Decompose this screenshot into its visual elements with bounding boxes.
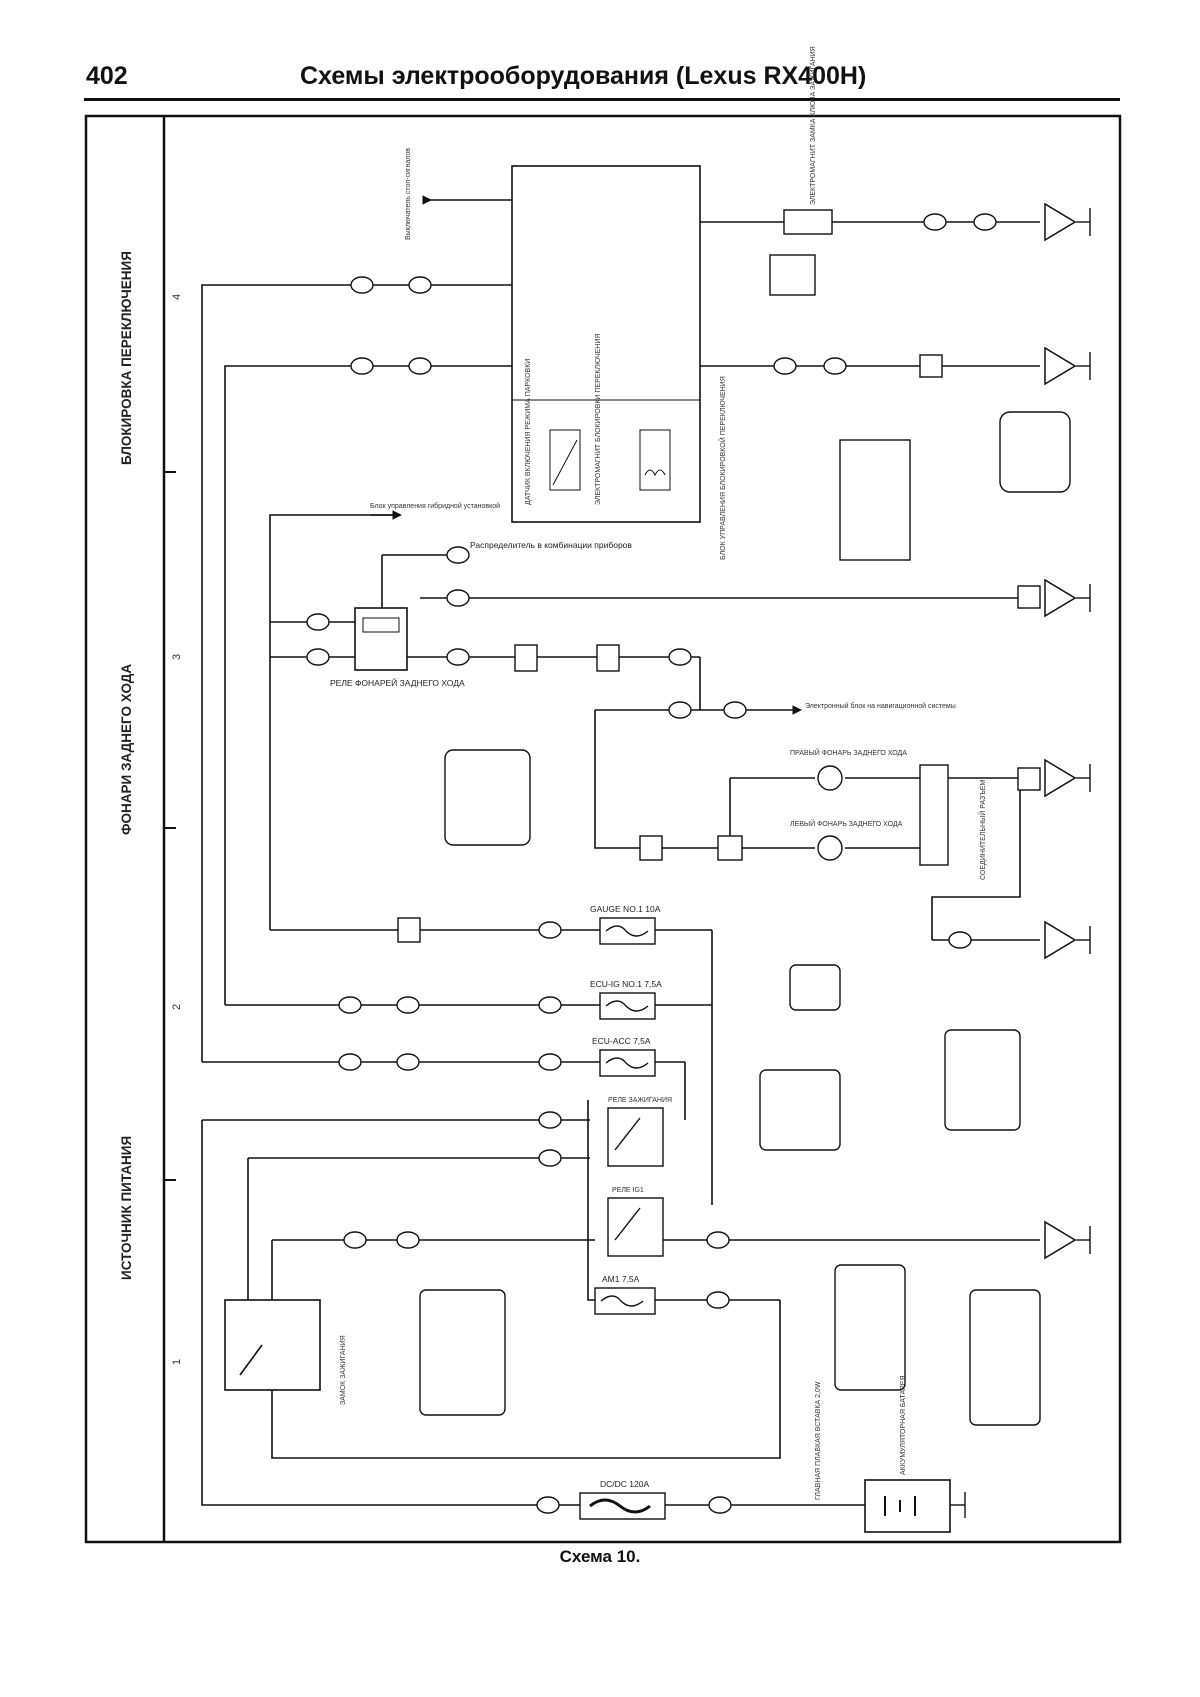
junction-connector — [717, 835, 743, 861]
ignition-switch — [224, 1299, 321, 1391]
fuses — [579, 917, 666, 1520]
column-number: 2 — [171, 1004, 183, 1010]
page-number: 402 — [86, 62, 128, 90]
reverse-relay — [354, 607, 408, 671]
label-raspredelitel: Распределитель в комбинации приборов — [470, 540, 632, 550]
relays — [607, 1107, 664, 1257]
connector-ovals — [306, 213, 997, 1514]
header-rule — [84, 98, 1120, 101]
page-title: Схемы электрооборудования (Lexus RX400H) — [300, 62, 867, 90]
column-number: 3 — [171, 654, 183, 660]
diagram-frame — [84, 114, 1122, 1544]
shift-lock-ecu: ДАТЧИК ВКЛЮЧЕНИЯ РЕЖИМА ПАРКОВКИ ЭЛЕКТРО… — [511, 165, 727, 560]
label-akkumulyator: АККУМУЛЯТОРНАЯ БАТАРЕЯ — [900, 1375, 907, 1475]
column-ticks — [164, 471, 176, 1181]
column-number: 1 — [171, 1359, 183, 1365]
label-praviy-fonar: ПРАВЫЙ ФОНАРЬ ЗАДНЕГО ХОДА — [790, 748, 907, 757]
label-dcdc: DC/DC 120A — [600, 1479, 649, 1489]
connector-sketch — [969, 1289, 1041, 1426]
connector-sketch — [789, 964, 841, 1011]
section-label-power-source: ИСТОЧНИК ПИТАНИЯ — [119, 1136, 134, 1280]
label-leviy-fonar: ЛЕВЫЙ ФОНАРЬ ЗАДНЕГО ХОДА — [790, 819, 903, 828]
column-number: 4 — [171, 294, 183, 300]
label-blok-perekl: БЛОК УПРАВЛЕНИЯ БЛОКИРОВКОЙ ПЕРЕКЛЮЧЕНИЯ — [718, 376, 727, 560]
label-datchik: ДАТЧИК ВКЛЮЧЕНИЯ РЕЖИМА ПАРКОВКИ — [525, 359, 532, 505]
connector-sketch — [839, 439, 911, 561]
label-elektromagnit-klyucha: ЭЛЕКТРОМАГНИТ ЗАМКА КЛЮЧА ЗАЖИГАНИЯ — [810, 46, 817, 205]
label-ecu-ig: ECU-IG NO.1 7,5A — [590, 979, 662, 989]
label-ecu-acc: ECU-ACC 7,5A — [592, 1036, 651, 1046]
section-label-shift-lock: БЛОКИРОВКА ПЕРЕКЛЮЧЕНИЯ — [119, 251, 134, 465]
connector-sketch — [944, 1029, 1021, 1131]
connector-sketch — [419, 1289, 506, 1416]
label-elektronny-blok: Электронный блок на навигационной систем… — [805, 702, 956, 710]
label-gauge: GAUGE NO.1 10A — [590, 904, 661, 914]
battery-icon — [864, 1479, 951, 1533]
lamp-icon — [817, 835, 843, 861]
ground-lines — [950, 208, 1091, 1518]
small-connectors — [397, 354, 1041, 943]
label-soedinitelny-razem: СОЕДИНИТЕЛЬНЫЙ РАЗЪЕМ — [978, 780, 987, 880]
label-glavnaya-vstavka: ГЛАВНАЯ ПЛАВКАЯ ВСТАВКА 2,0W — [815, 1381, 822, 1500]
label-rele-pitaniya: РЕЛЕ ЗАЖИГАНИЯ — [608, 1097, 672, 1104]
connector-sketch — [759, 1069, 841, 1151]
label-zamok: ЗАМОК ЗАЖИГАНИЯ — [340, 1335, 347, 1405]
ground-icons — [1044, 202, 1077, 1260]
lamp-icon — [817, 765, 843, 791]
label-rele-fonarey: РЕЛЕ ФОНАРЕЙ ЗАДНЕГО ХОДА — [330, 677, 465, 688]
section-label-reverse-lights: ФОНАРИ ЗАДНЕГО ХОДА — [119, 664, 134, 835]
label-elektromagnit: ЭЛЕКТРОМАГНИТ БЛОКИРОВКИ ПЕРЕКЛЮЧЕНИЯ — [595, 334, 602, 505]
connector-sketch — [999, 411, 1071, 493]
label-vyklyuchatel: Выключатель стоп-сигналов — [405, 148, 412, 240]
connector-sketch — [769, 254, 816, 296]
label-am1: AM1 7,5A — [602, 1274, 640, 1284]
connector-sketch — [834, 1264, 906, 1391]
junction-connector — [919, 764, 949, 866]
label-blok-gibrid: Блок управления гибридной установкой — [370, 502, 500, 510]
figure-caption: Схема 10. — [559, 1547, 641, 1566]
connector-sketch — [444, 749, 531, 846]
label-rele-ig1: РЕЛЕ IG1 — [612, 1187, 644, 1194]
